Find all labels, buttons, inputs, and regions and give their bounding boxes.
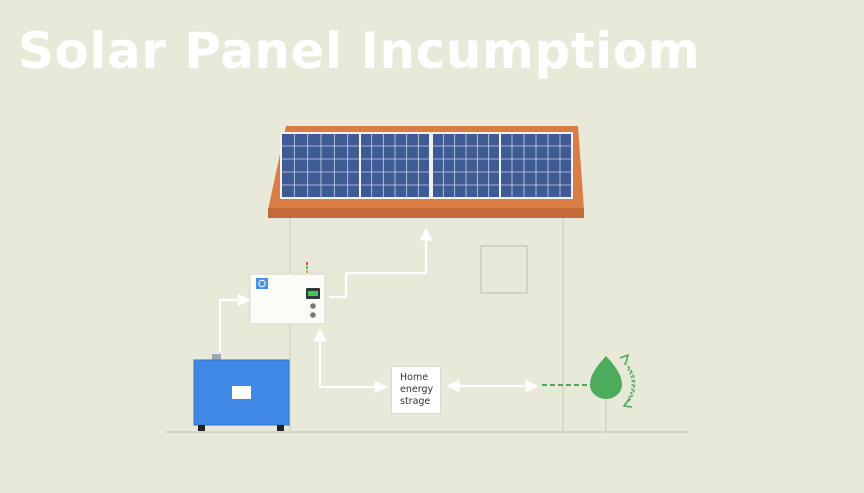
page-title: Solar Panel Incumptiom bbox=[18, 22, 701, 80]
inverter-knob bbox=[310, 312, 316, 318]
home-energy-storage-box: Home energy strage bbox=[391, 366, 441, 414]
house-outline bbox=[289, 218, 564, 432]
status-light bbox=[306, 270, 308, 273]
storage-label-line: Home bbox=[400, 372, 429, 383]
arrow-inverter-to-roof bbox=[329, 227, 433, 299]
leaf-icon bbox=[590, 356, 622, 433]
solar-panels bbox=[280, 132, 573, 199]
battery-label-plate bbox=[232, 386, 251, 399]
arrow-inverter-to-storage bbox=[313, 328, 388, 394]
status-light bbox=[306, 266, 308, 269]
fan-icon bbox=[256, 278, 268, 289]
battery bbox=[193, 354, 290, 431]
inverter-knob bbox=[310, 303, 316, 309]
inverter bbox=[249, 262, 326, 325]
status-light bbox=[306, 262, 308, 265]
house-window bbox=[480, 245, 528, 294]
recycle-arrows-icon bbox=[619, 353, 636, 408]
battery-foot bbox=[277, 425, 284, 431]
battery-foot bbox=[198, 425, 205, 431]
arrow-battery-to-inverter bbox=[218, 293, 251, 352]
storage-label-line: energy bbox=[400, 384, 434, 395]
storage-label-line: strage bbox=[400, 396, 431, 407]
